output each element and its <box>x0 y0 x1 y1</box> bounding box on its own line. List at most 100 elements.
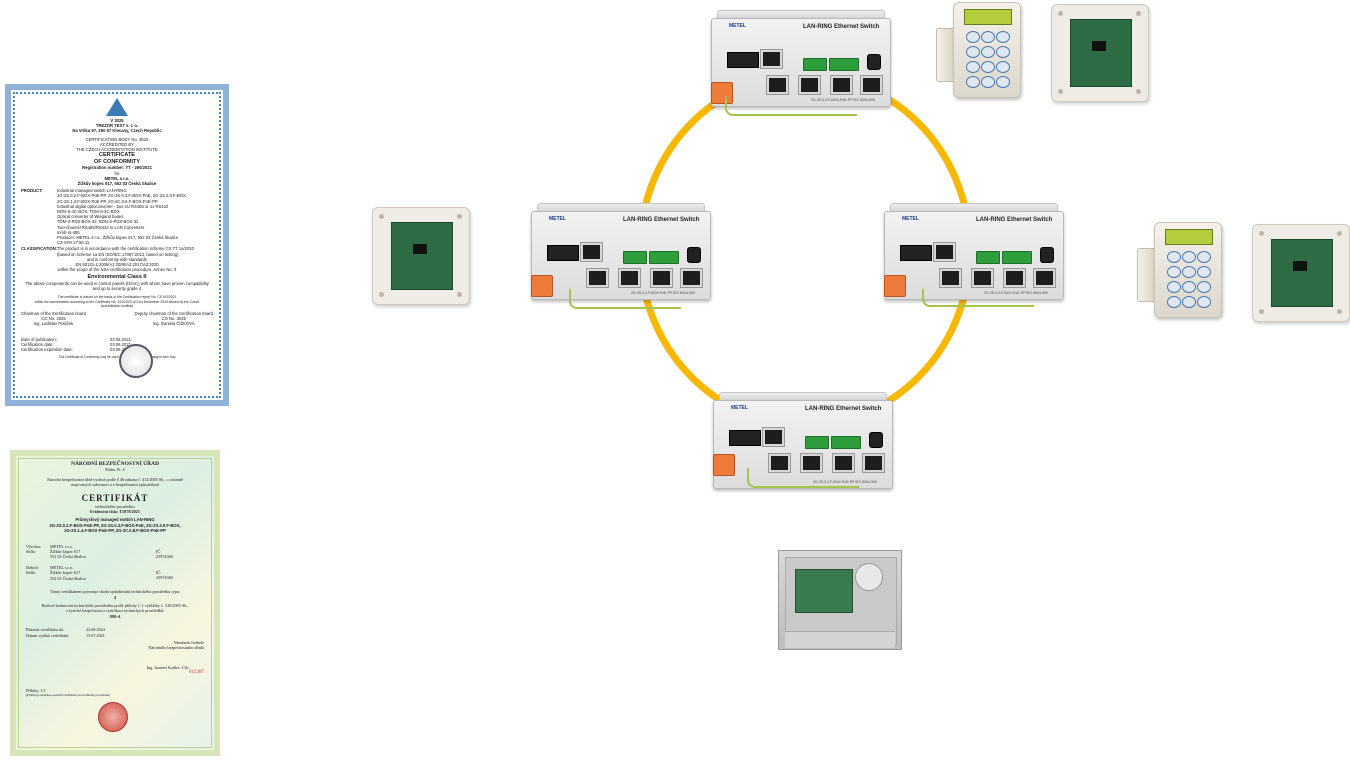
holder-label: Držitel: <box>26 564 39 570</box>
chip <box>1092 41 1106 51</box>
switch-logo: METEL <box>549 216 566 222</box>
rj45-port <box>933 242 956 262</box>
power-terminal <box>884 275 906 297</box>
holder-value: METEL s.r.o. <box>50 564 73 570</box>
product-line: RDN-S-4C-BOX, TDM-S-4C-BOX <box>57 209 120 215</box>
keypad-top <box>953 2 1021 98</box>
ground-wire <box>922 289 1034 307</box>
alarm-cabinet <box>778 550 902 650</box>
ic-label: IČ: <box>156 569 162 575</box>
product-line: 2G-2S.0.2.F-BOX-PoE-PP, 2G-2S.0.3.F-BOX-… <box>57 193 188 199</box>
fiber-port <box>1040 247 1054 263</box>
keypad-keys <box>1167 251 1211 308</box>
product-line: 2G-2S.1.4.F-BOX-PoE-PP, 2G-2C.0.8.F-BOX-… <box>64 528 166 534</box>
product-line: 2G-2S.1.4.F-BOX-PoE-PP, 2G-2C.0.8.F-BOX-… <box>57 198 158 204</box>
holder-label: Sídlo: <box>26 570 37 576</box>
certificate-title: CERTIFIKÁT <box>81 492 149 503</box>
classification-label: CLASSIFICATION: <box>21 246 58 252</box>
rj45-port <box>618 268 641 288</box>
rj45-port <box>580 242 603 262</box>
power-terminal <box>531 275 553 297</box>
company-address: Žižkův kopec 617, 552 03 Česká Skalice <box>77 181 157 187</box>
rj45-port <box>586 268 609 288</box>
chip <box>413 244 427 254</box>
compat-line: and up to security grade 4 <box>92 286 142 292</box>
nbu-certificate: NÁRODNÍ BEZPEČNOSTNÍ ÚŘAD Praha, Pr. 4 N… <box>10 450 220 756</box>
issued-value: 15.07.2021 <box>86 632 105 638</box>
switch-rail <box>717 10 885 21</box>
keypad-right <box>1154 222 1222 318</box>
manufacturer-value: METEL s.r.o. <box>50 543 73 549</box>
certificate-footer: (Přílohu je nedílnou součástí certifikát… <box>26 692 111 697</box>
rj45-port <box>939 268 962 288</box>
terminal-block <box>623 251 647 264</box>
for-label: for <box>114 170 120 176</box>
authority: NÁRODNÍ BEZPEČNOSTNÍ ÚŘAD <box>70 461 159 467</box>
signer-title: Národního bezpečnostního úřadu <box>148 645 204 651</box>
ic-label: IČ: <box>156 548 162 554</box>
rj45-port <box>1033 268 1056 288</box>
product-line: CZ-CPA 27.90.11 <box>57 240 90 246</box>
terminal-block <box>976 251 1000 264</box>
certificate-subtitle: technického prostředku <box>95 503 135 509</box>
expires-label: Platnost certifikátu do: <box>26 627 65 633</box>
module-box-left <box>372 207 470 305</box>
rj45-port <box>832 453 855 473</box>
fiber-port <box>687 247 701 263</box>
fiber-port <box>867 54 881 70</box>
classification-line: and in conformity with standards <box>86 256 148 262</box>
rj45-port <box>1003 268 1026 288</box>
manufacturer-label <box>26 554 50 559</box>
switch-model: 2G-2S.0-2.F-BOX-PoE-PP IEC 8004-500 <box>811 98 875 102</box>
lcd-display <box>964 9 1012 25</box>
switch-model: 2G-2S.0-2.F-BOX-PoE-PP IEC 8004-500 <box>984 291 1048 295</box>
switch-left: METEL LAN-RING Ethernet Switch 2G-2S.0-2… <box>531 203 711 309</box>
product-line: Producer: METEL s.r.o., Žižkův kopec 617… <box>57 235 179 241</box>
body-number: V 3025 <box>110 118 124 123</box>
date-label: Certification expiration date: <box>21 347 73 353</box>
rj45-port <box>760 49 783 69</box>
classification-line: within the scope of the NSA certificatio… <box>57 267 177 273</box>
terminal-block <box>1002 251 1032 264</box>
rj45-port <box>860 75 883 95</box>
class-line: Bodové hodnocení technického prostředku … <box>41 602 189 608</box>
classification-line: (based on scheme 1a EN ISO/IEC 17067:201… <box>57 251 179 257</box>
classification-line: EN 50131-1:2006/A1:2009/A2:2017/A3:2020 <box>75 262 159 268</box>
trezor-logo-icon <box>106 98 128 116</box>
rj45-port <box>680 268 703 288</box>
serial-number: 015387 <box>189 670 204 676</box>
intro-line: Národní bezpečnostní úřad vydává podle §… <box>47 476 183 482</box>
rj45-port <box>800 453 823 473</box>
rj45-port <box>762 427 785 447</box>
chairman-name: Ing. Ladislav Poláček <box>33 321 74 327</box>
switch-title: LAN-RING Ethernet Switch <box>803 24 880 30</box>
sfp-block <box>729 430 761 446</box>
deputy-label: Deputy chairman of the Certification boa… <box>134 311 213 317</box>
points: 898+4 <box>109 613 121 619</box>
rj45-port <box>650 268 673 288</box>
holder-value: 552 03 Česká Skalice <box>50 575 87 581</box>
product-title: Průmyslový managed switch LAN-RING <box>75 517 155 523</box>
rj45-port <box>798 75 821 95</box>
product-line: Industrial digital optoconverter - bus 2… <box>57 203 169 209</box>
certificate-footer: This Certificate of Conformity may be us… <box>58 355 176 360</box>
lcd-display <box>1165 229 1213 245</box>
classification-line: The product is in accordance with the ce… <box>57 246 194 252</box>
ic-value: 25974360 <box>156 554 173 560</box>
chairman-label: Chairman of the Certification board <box>21 311 86 317</box>
switch-rail <box>537 203 705 214</box>
signer-title: Náměstek ředitele <box>173 639 204 645</box>
sfp-block <box>900 245 932 261</box>
rj45-port <box>830 75 853 95</box>
rj45-port <box>971 268 994 288</box>
switch-rail <box>719 392 887 403</box>
product-line: mmb-rs-485 <box>57 229 80 235</box>
switch-model: 2G-2S.0-2.F-BOX-PoE-PP IEC 8004-500 <box>631 291 695 295</box>
terminal-block <box>805 436 829 449</box>
tamper-icon <box>855 563 883 591</box>
switch-title: LAN-RING Ethernet Switch <box>976 217 1053 223</box>
switch-logo: METEL <box>729 23 746 29</box>
control-board <box>795 569 853 613</box>
product-line: Optical converter of Wiegand buses <box>57 214 124 220</box>
ground-wire <box>747 468 859 488</box>
